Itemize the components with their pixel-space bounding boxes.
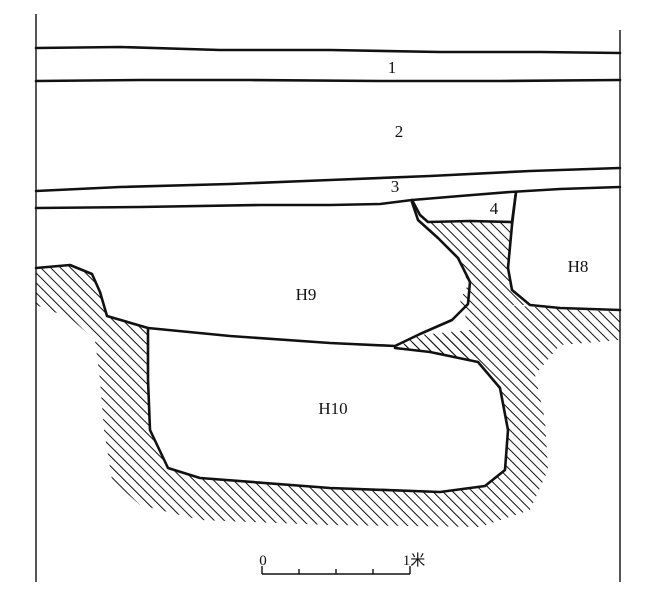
ground-surface-line <box>34 45 622 55</box>
pit-h10-label: H10 <box>318 399 347 418</box>
pit-h9-outline <box>34 200 472 348</box>
scale-bar: 0 1米 <box>259 552 426 575</box>
pit-h8-label: H8 <box>568 257 589 276</box>
stratum-boundaries <box>34 45 622 210</box>
pit-h10-outline <box>146 326 510 494</box>
layer-4-label: 4 <box>490 199 499 218</box>
scale-bar-start-label: 0 <box>259 553 267 569</box>
pit-h8-outline <box>506 190 622 312</box>
layer-1-label: 1 <box>388 58 397 77</box>
layer-3-label: 3 <box>391 177 400 196</box>
hatched-area-middle <box>395 222 530 362</box>
hatched-area-h10-surround <box>36 265 620 527</box>
scale-bar-end-label: 1米 <box>403 552 426 569</box>
hatched-fill-areas <box>36 222 620 527</box>
pit-h9-label: H9 <box>296 285 317 304</box>
boundary-3-below <box>34 185 622 210</box>
boundary-2-3 <box>34 166 622 193</box>
boundary-1-2 <box>34 78 622 83</box>
layer-2-label: 2 <box>395 122 404 141</box>
